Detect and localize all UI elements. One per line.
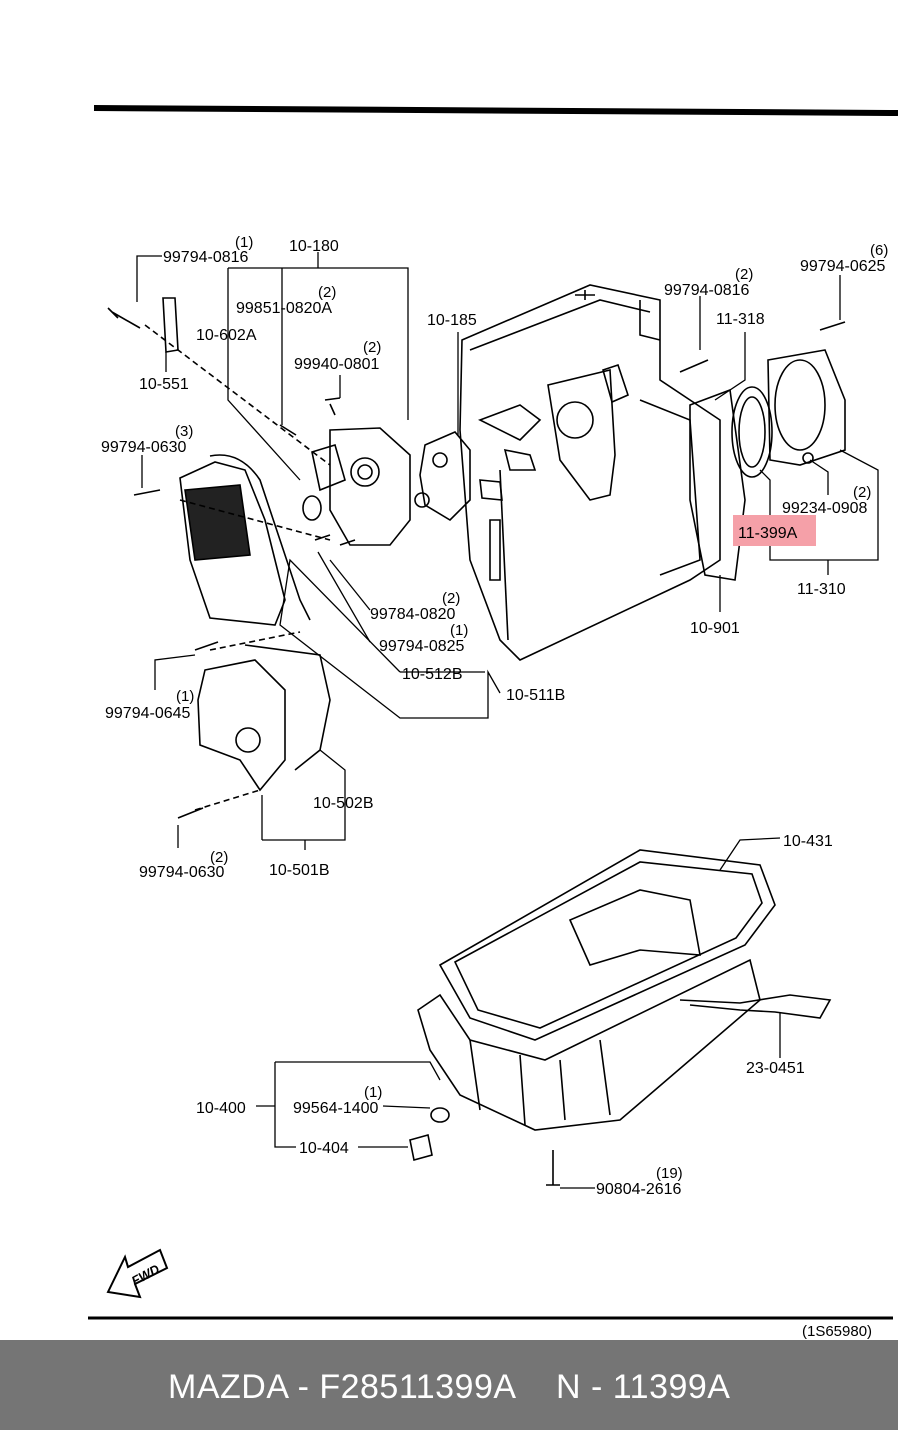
part-label[interactable]: 10-512B <box>402 666 463 683</box>
part-label[interactable]: 11-318 <box>716 311 765 328</box>
callout-leader-lines <box>136 252 879 1189</box>
part-label[interactable]: 10-431 <box>783 833 833 850</box>
part-label[interactable]: 99794-0625 <box>800 258 886 275</box>
forward-arrow-icon: FWD <box>106 1248 169 1299</box>
part-label[interactable]: 99851-0820A <box>236 300 332 317</box>
part-label[interactable]: 10-185 <box>427 312 477 329</box>
diagram-reference-number: N - 11399A <box>556 1368 731 1406</box>
part-quantity: (2) <box>853 484 871 501</box>
part-label[interactable]: 10-502B <box>313 795 374 812</box>
diagram-reference-code: (1S65980) <box>802 1323 872 1340</box>
part-quantity: (2) <box>363 339 381 356</box>
part-label[interactable]: 10-400 <box>196 1100 246 1117</box>
engine-block-drawing <box>459 284 721 661</box>
part-label[interactable]: 10-602A <box>196 327 257 344</box>
part-quantity: (2) <box>442 590 460 607</box>
part-label[interactable]: 23-0451 <box>746 1060 805 1077</box>
part-quantity: (6) <box>870 242 888 259</box>
oem-part-number: MAZDA - F28511399A <box>168 1368 517 1406</box>
part-quantity: (2) <box>735 266 753 283</box>
part-label[interactable]: 99940-0801 <box>294 356 380 373</box>
part-label-selected[interactable]: 11-399A <box>738 525 798 542</box>
part-label[interactable]: 10-901 <box>690 620 740 637</box>
part-quantity: (1) <box>176 688 194 705</box>
part-label[interactable]: 99794-0645 <box>105 705 191 722</box>
part-label[interactable]: 10-180 <box>289 238 339 255</box>
part-quantity: (2) <box>210 849 228 866</box>
part-label[interactable]: 99234-0908 <box>782 500 868 517</box>
part-label[interactable]: 10-511B <box>506 687 565 704</box>
part-label[interactable]: 10-404 <box>299 1140 349 1157</box>
oil-pan-drawing <box>409 849 832 1186</box>
part-label[interactable]: 99794-0816 <box>664 282 750 299</box>
part-quantity: (2) <box>318 284 336 301</box>
top-rule <box>93 105 898 116</box>
part-number-footer: MAZDA - F28511399A N - 11399A <box>0 1340 898 1430</box>
selected-part-highlight <box>733 515 816 546</box>
part-label[interactable]: 99794-0825 <box>379 638 465 655</box>
part-quantity: (1) <box>450 622 468 639</box>
part-label[interactable]: 99794-0630 <box>139 864 225 881</box>
part-label[interactable]: 99794-0816 <box>163 249 249 266</box>
part-labels: 99794-0816 (1) 10-180 99851-0820A (2) 10… <box>101 234 888 1198</box>
part-label[interactable]: 99784-0820 <box>370 606 456 623</box>
part-label[interactable]: 11-310 <box>797 581 846 598</box>
part-label[interactable]: 10-551 <box>139 376 189 393</box>
part-label[interactable]: 99794-0630 <box>101 439 187 456</box>
part-quantity: (3) <box>175 423 193 440</box>
part-label[interactable]: 99564-1400 <box>293 1100 379 1117</box>
part-quantity: (1) <box>235 234 253 251</box>
timing-cover-drawing <box>107 297 471 819</box>
part-quantity: (19) <box>656 1165 683 1182</box>
part-label[interactable]: 10-501B <box>269 862 330 879</box>
part-label[interactable]: 90804-2616 <box>596 1181 682 1198</box>
exploded-parts-diagram: 99794-0816 (1) 10-180 99851-0820A (2) 10… <box>88 105 898 1340</box>
rear-seal-drawing <box>679 321 846 581</box>
part-quantity: (1) <box>364 1084 382 1101</box>
